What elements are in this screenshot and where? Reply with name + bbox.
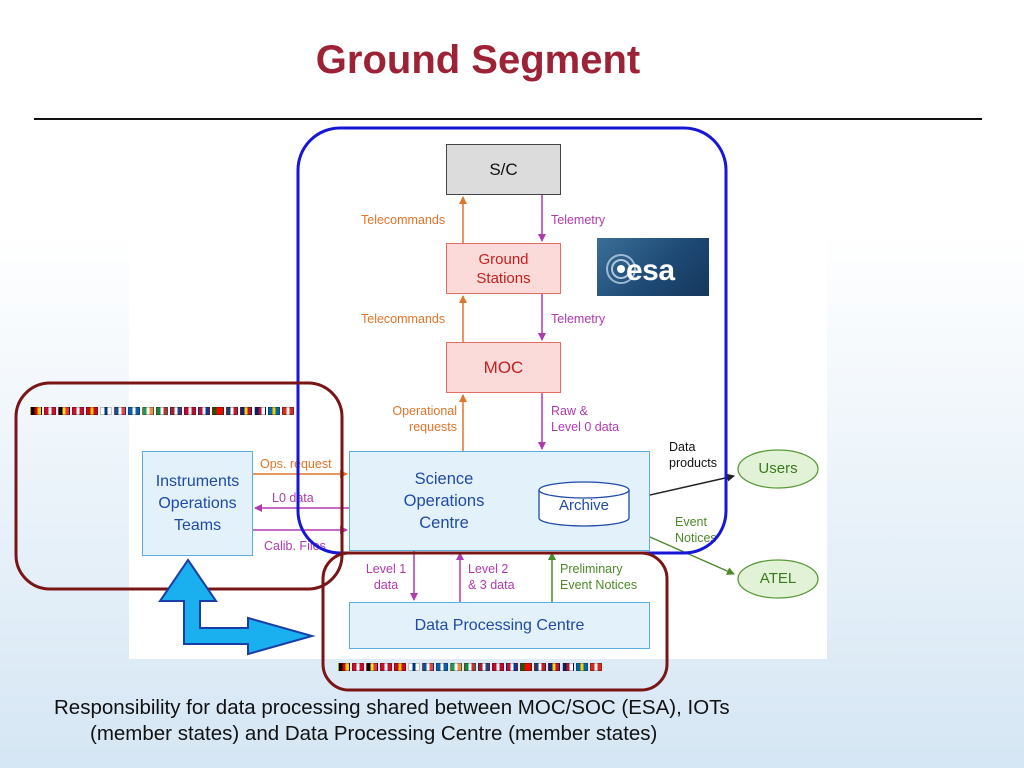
iot-label-1: Instruments [155, 472, 240, 490]
atel-ellipse [737, 559, 819, 599]
flag-icon [492, 663, 504, 671]
flag-icon [156, 407, 168, 415]
flag-icon [534, 663, 546, 671]
telecommands-label-top: Telecommands [361, 213, 446, 227]
member-state-flags-icon [338, 663, 602, 671]
title-divider [34, 118, 982, 120]
flag-icon [226, 407, 238, 415]
calib-files-label: Calib. Files [264, 539, 326, 553]
ground-stations-label-2: Stations [476, 269, 531, 287]
flag-icon [562, 663, 574, 671]
flag-icon [212, 407, 224, 415]
slide-title: Ground Segment [315, 38, 641, 82]
flag-icon [464, 663, 476, 671]
flag-icon [240, 407, 252, 415]
atel-label: ATEL [759, 570, 797, 587]
flag-icon [254, 407, 266, 415]
caption-line-1: Responsibility for data processing share… [54, 696, 730, 719]
flag-icon [44, 407, 56, 415]
raw-level0-label: Raw &Level 0 data [551, 404, 620, 434]
flag-icon [478, 663, 490, 671]
flag-icon [114, 407, 126, 415]
users-ellipse [737, 449, 819, 489]
flag-icon [184, 407, 196, 415]
flag-icon [394, 663, 406, 671]
telemetry-label-mid: Telemetry [551, 312, 606, 326]
flag-icon [268, 407, 280, 415]
flag-icon [520, 663, 532, 671]
flag-icon [436, 663, 448, 671]
moc-node: MOC [446, 342, 561, 393]
caption-line-2: (member states) and Data Processing Cent… [90, 722, 658, 745]
flag-icon [338, 663, 350, 671]
flag-icon [128, 407, 140, 415]
flag-icon [170, 407, 182, 415]
flag-icon [100, 407, 112, 415]
flag-icon [380, 663, 392, 671]
flag-icon [58, 407, 70, 415]
flag-icon [352, 663, 364, 671]
flag-icon [86, 407, 98, 415]
flag-icon [282, 407, 294, 415]
data-processing-centre-node: Data Processing Centre [349, 602, 650, 649]
telecommands-label-mid: Telecommands [361, 312, 446, 326]
ops-request-label: Ops. request [260, 457, 332, 471]
flag-icon [450, 663, 462, 671]
iot-label-3: Teams [173, 516, 222, 534]
flag-icon [366, 663, 378, 671]
flag-icon [30, 407, 42, 415]
l0-data-label: L0 data [272, 491, 314, 505]
flag-icon [72, 407, 84, 415]
telemetry-label-top: Telemetry [551, 213, 606, 227]
archive-label: Archive [558, 497, 610, 514]
flag-icon [590, 663, 602, 671]
iot-label-2: Operations [158, 494, 237, 512]
esa-logo-text: esa [626, 254, 675, 287]
spacecraft-node: S/C [446, 144, 561, 195]
flag-icon [198, 407, 210, 415]
member-state-flags-icon [30, 407, 294, 415]
level23-label: Level 2& 3 data [468, 562, 515, 592]
flag-icon [408, 663, 420, 671]
slide-caption: Responsibility for data processing share… [54, 695, 974, 747]
users-label: Users [758, 460, 798, 477]
flag-icon [506, 663, 518, 671]
flag-icon [422, 663, 434, 671]
flag-icon [142, 407, 154, 415]
ground-stations-label-1: Ground [478, 250, 529, 268]
flag-icon [548, 663, 560, 671]
flag-icon [576, 663, 588, 671]
